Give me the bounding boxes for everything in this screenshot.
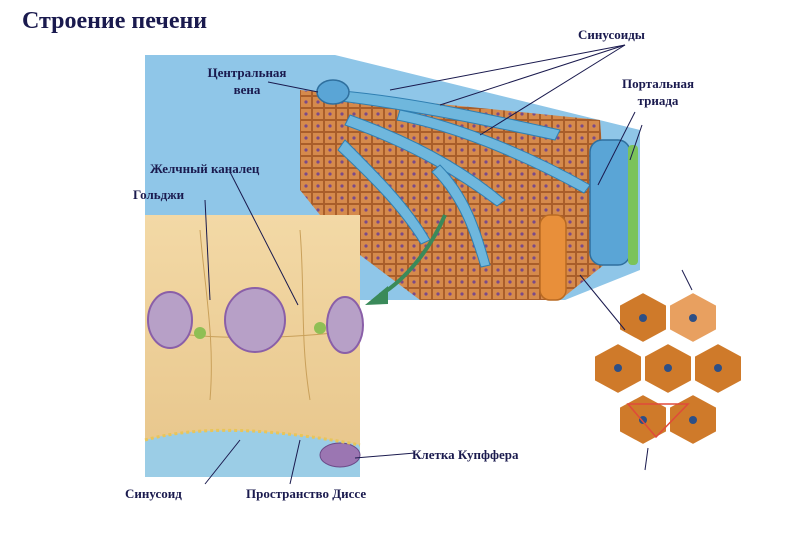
magnified-panel (144, 215, 364, 477)
portal-vein-shape (539, 214, 567, 301)
label-golgi: Гольджи (133, 187, 185, 202)
central-vein-shape (316, 79, 350, 105)
label-space-of-disse: Пространство Диссе (246, 486, 367, 501)
label-bile-canaliculus: Желчный каналец (150, 161, 260, 176)
label-central-vein: Центральная вена (207, 65, 287, 97)
label-sinusoid: Синусоид (125, 486, 182, 501)
label-portal-triad: Портальная триада (621, 76, 695, 108)
label-sinusoids: Синусоиды (578, 27, 645, 42)
label-kupffer-cell: Клетка Купффера (412, 447, 519, 462)
page-title: Строение печени (22, 8, 208, 34)
